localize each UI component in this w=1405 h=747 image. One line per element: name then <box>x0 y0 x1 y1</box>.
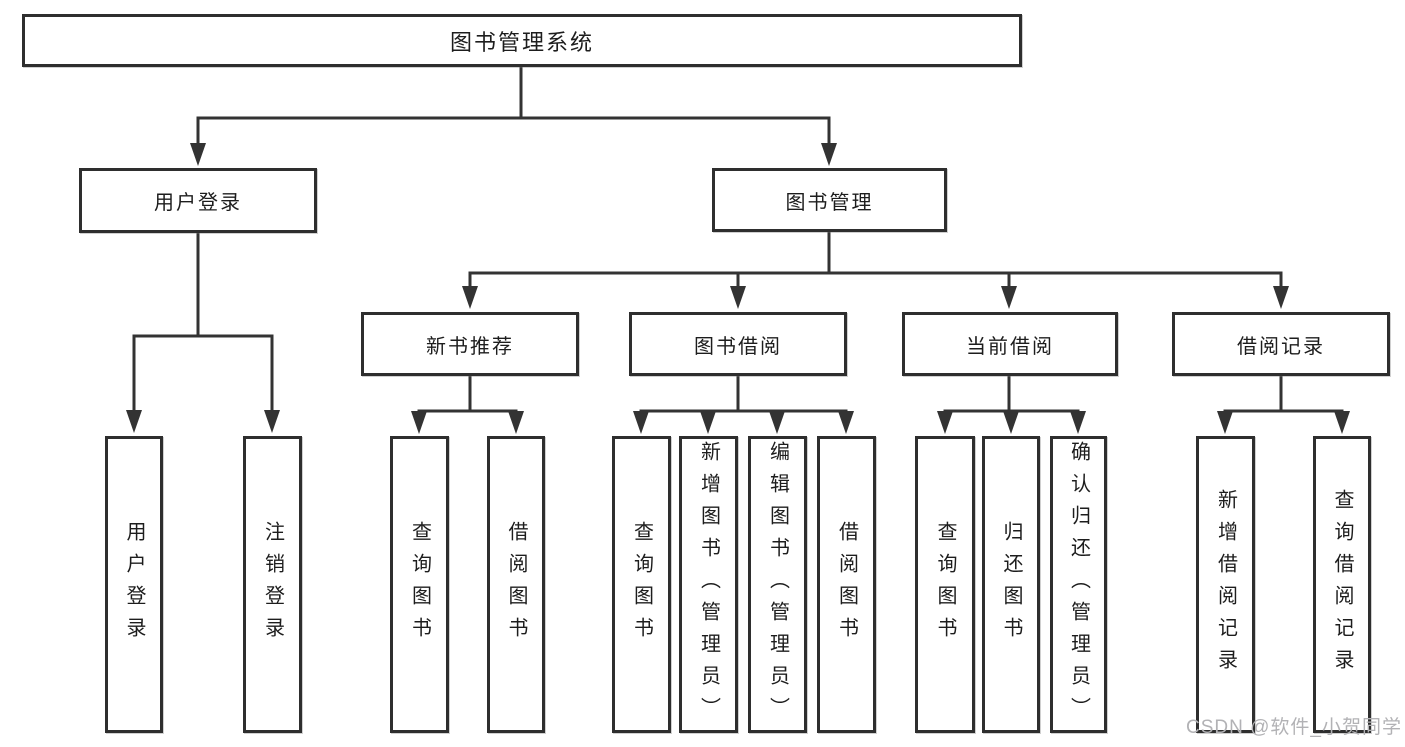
node-book-borrowing: 图书借阅 <box>629 312 847 376</box>
leaf-add-books-admin-label: 新增图书（管理员） <box>697 440 720 729</box>
leaf-query-books-current: 查询图书 <box>915 436 975 733</box>
leaf-confirm-return-admin-label: 确认归还（管理员） <box>1067 440 1090 729</box>
leaf-user-login-label: 用户登录 <box>123 520 145 649</box>
leaf-add-borrow-record-label: 新增借阅记录 <box>1214 488 1237 681</box>
leaf-return-books-label: 归还图书 <box>1000 520 1022 649</box>
leaf-borrow-books-borrowing-label: 借阅图书 <box>835 520 858 649</box>
leaf-confirm-return-admin: 确认归还（管理员） <box>1050 436 1107 733</box>
leaf-borrow-books-borrowing: 借阅图书 <box>817 436 876 733</box>
node-current-borrowing: 当前借阅 <box>902 312 1118 376</box>
leaf-query-borrow-record-label: 查询借阅记录 <box>1331 488 1353 681</box>
leaf-return-books: 归还图书 <box>982 436 1040 733</box>
leaf-query-books-borrowing-label: 查询图书 <box>630 520 653 649</box>
node-borrowing-records: 借阅记录 <box>1172 312 1390 376</box>
leaf-edit-books-admin-label: 编辑图书（管理员） <box>766 440 789 729</box>
node-new-book-recommendation: 新书推荐 <box>361 312 579 376</box>
leaf-user-login: 用户登录 <box>105 436 163 733</box>
watermark-text: CSDN @软件_小贺同学 <box>1186 717 1402 738</box>
leaf-borrow-books-recommend-label: 借阅图书 <box>505 520 527 649</box>
leaf-logout-login-label: 注销登录 <box>261 520 284 649</box>
node-system-root: 图书管理系统 <box>22 14 1022 67</box>
leaf-query-borrow-record: 查询借阅记录 <box>1313 436 1371 733</box>
leaf-logout-login: 注销登录 <box>243 436 302 733</box>
leaf-borrow-books-recommend: 借阅图书 <box>487 436 545 733</box>
leaf-query-books-current-label: 查询图书 <box>934 520 956 649</box>
leaf-query-books-recommend-label: 查询图书 <box>408 520 431 649</box>
leaf-add-books-admin: 新增图书（管理员） <box>679 436 738 733</box>
leaf-add-borrow-record: 新增借阅记录 <box>1196 436 1255 733</box>
leaf-edit-books-admin: 编辑图书（管理员） <box>748 436 807 733</box>
node-user-login: 用户登录 <box>79 168 317 233</box>
node-book-management: 图书管理 <box>712 168 947 232</box>
leaf-query-books-borrowing: 查询图书 <box>612 436 671 733</box>
leaf-query-books-recommend: 查询图书 <box>390 436 449 733</box>
